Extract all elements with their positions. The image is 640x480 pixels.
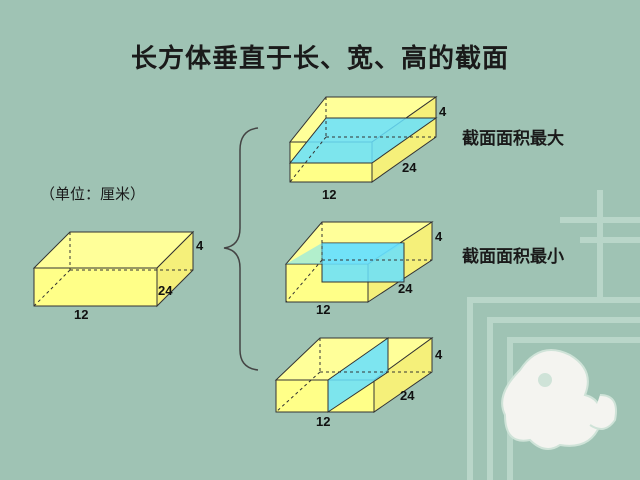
box3-width-label: 24 xyxy=(400,388,415,403)
brace xyxy=(223,127,259,371)
box-length-section xyxy=(274,337,434,413)
main-box xyxy=(32,230,195,308)
box2-width-label: 24 xyxy=(398,281,413,296)
unit-label: （单位：厘米） xyxy=(40,185,146,203)
box3-height-label: 4 xyxy=(435,347,443,362)
dragon-emblem-icon xyxy=(501,349,617,450)
box3-length-label: 12 xyxy=(316,414,331,429)
box2-height-label: 4 xyxy=(435,229,443,244)
box1-length-label: 12 xyxy=(322,187,337,202)
page-title: 长方体垂直于长、宽、高的截面 xyxy=(130,44,509,74)
case1-caption: 截面面积最大 xyxy=(462,129,564,149)
box1-width-label: 24 xyxy=(402,160,417,175)
box2-length-label: 12 xyxy=(316,302,331,317)
main-length-label: 12 xyxy=(74,307,89,322)
box1-height-label: 4 xyxy=(439,104,447,119)
main-width-label: 24 xyxy=(158,283,173,298)
main-height-label: 4 xyxy=(196,238,204,253)
cross-section xyxy=(327,337,389,413)
box-width-section xyxy=(284,221,434,303)
box-horizontal-section xyxy=(288,96,438,183)
case2-caption: 截面面积最小 xyxy=(462,247,564,267)
